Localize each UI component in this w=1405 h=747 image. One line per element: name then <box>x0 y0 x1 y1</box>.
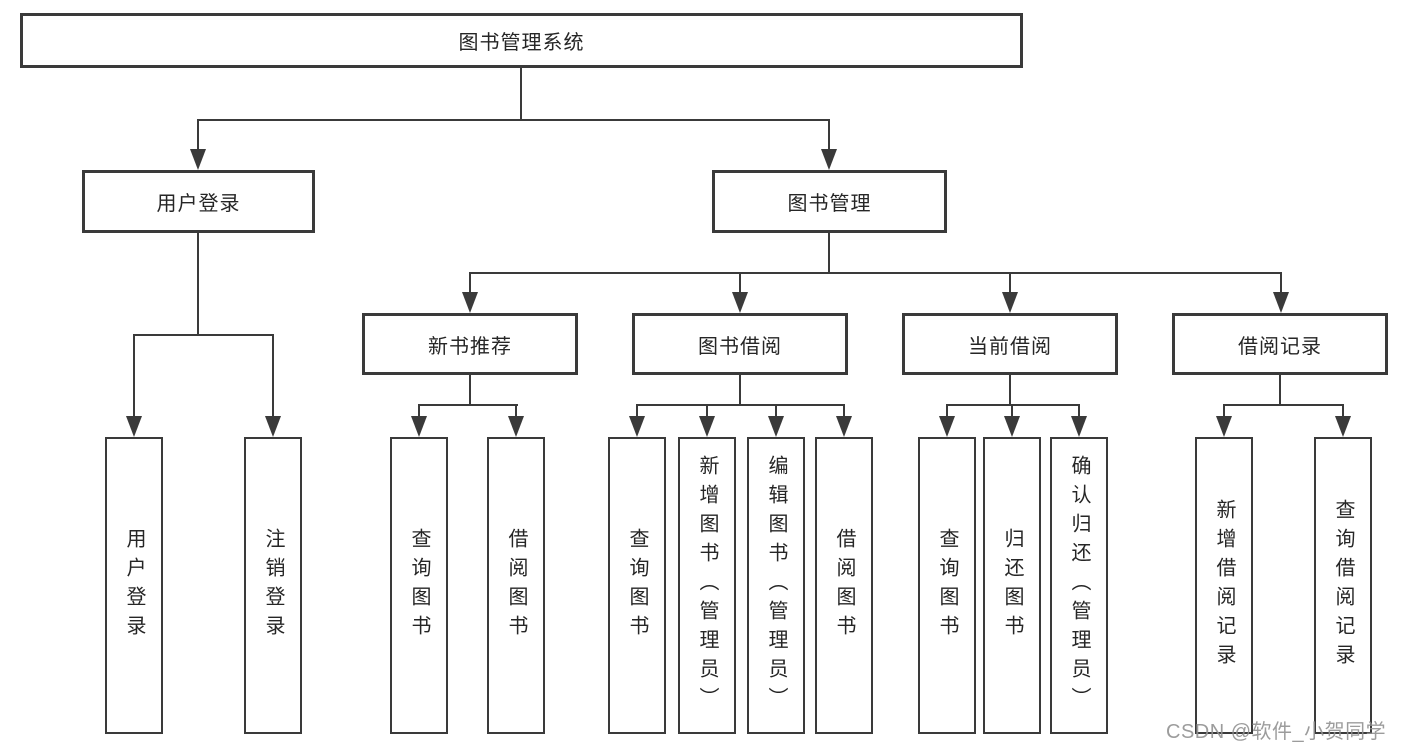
connector-line <box>739 272 741 294</box>
leaf-logout: 注销登录 <box>244 437 302 734</box>
node-current-borrowing: 当前借阅 <box>902 313 1118 375</box>
leaf-confirm-return-admin: 确认归还（管理员） <box>1050 437 1108 734</box>
connector-line <box>515 404 517 418</box>
connector-line <box>469 272 1282 274</box>
connector-line <box>1009 373 1011 406</box>
connector-line <box>828 231 830 274</box>
connector-line <box>1223 404 1344 406</box>
arrow-down-icon <box>629 416 645 437</box>
connector-line <box>197 119 199 151</box>
connector-line <box>133 334 274 336</box>
connector-line <box>843 404 845 418</box>
connector-line <box>946 404 948 418</box>
connector-line <box>272 334 274 418</box>
connector-line <box>1011 404 1013 418</box>
connector-line <box>1009 272 1011 294</box>
arrow-down-icon <box>1273 292 1289 313</box>
arrow-down-icon <box>939 416 955 437</box>
connector-line <box>636 404 845 406</box>
connector-line <box>706 404 708 418</box>
leaf-return-books: 归还图书 <box>983 437 1041 734</box>
leaf-borrow-books-recommend: 借阅图书 <box>487 437 545 734</box>
connector-line <box>520 66 522 121</box>
leaf-user-login: 用户登录 <box>105 437 163 734</box>
arrow-down-icon <box>411 416 427 437</box>
arrow-down-icon <box>821 149 837 170</box>
leaf-add-borrow-record: 新增借阅记录 <box>1195 437 1253 734</box>
arrow-down-icon <box>1335 416 1351 437</box>
arrow-down-icon <box>126 416 142 437</box>
connector-line <box>469 373 471 406</box>
arrow-down-icon <box>1004 416 1020 437</box>
leaf-query-borrow-record: 查询借阅记录 <box>1314 437 1372 734</box>
node-borrowing-records: 借阅记录 <box>1172 313 1388 375</box>
connector-line <box>418 404 518 406</box>
arrow-down-icon <box>1002 292 1018 313</box>
leaf-borrow-books-borrowing: 借阅图书 <box>815 437 873 734</box>
connector-line <box>739 373 741 406</box>
connector-line <box>197 231 199 336</box>
connector-line <box>828 119 830 151</box>
arrow-down-icon <box>1071 416 1087 437</box>
arrow-down-icon <box>836 416 852 437</box>
leaf-query-books-recommend: 查询图书 <box>390 437 448 734</box>
connector-line <box>469 272 471 294</box>
connector-line <box>133 334 135 418</box>
arrow-down-icon <box>1216 416 1232 437</box>
arrow-down-icon <box>768 416 784 437</box>
arrow-down-icon <box>508 416 524 437</box>
node-book-management: 图书管理 <box>712 170 947 233</box>
connector-line <box>1078 404 1080 418</box>
connector-line <box>1280 272 1282 294</box>
leaf-query-books-borrowing: 查询图书 <box>608 437 666 734</box>
arrow-down-icon <box>732 292 748 313</box>
node-book-borrowing: 图书借阅 <box>632 313 848 375</box>
arrow-down-icon <box>190 149 206 170</box>
connector-line <box>418 404 420 418</box>
node-library-system: 图书管理系统 <box>20 13 1023 68</box>
connector-line <box>775 404 777 418</box>
connector-line <box>1342 404 1344 418</box>
csdn-watermark: CSDN @软件_小贺同学 <box>1166 721 1387 743</box>
leaf-query-books-current: 查询图书 <box>918 437 976 734</box>
connector-line <box>946 404 1080 406</box>
leaf-add-books-admin: 新增图书（管理员） <box>678 437 736 734</box>
connector-line <box>1223 404 1225 418</box>
connector-line <box>197 119 830 121</box>
arrow-down-icon <box>462 292 478 313</box>
arrow-down-icon <box>265 416 281 437</box>
node-user-login: 用户登录 <box>82 170 315 233</box>
arrow-down-icon <box>699 416 715 437</box>
connector-line <box>636 404 638 418</box>
connector-line <box>1279 373 1281 406</box>
node-new-book-recommendation: 新书推荐 <box>362 313 578 375</box>
leaf-edit-books-admin: 编辑图书（管理员） <box>747 437 805 734</box>
